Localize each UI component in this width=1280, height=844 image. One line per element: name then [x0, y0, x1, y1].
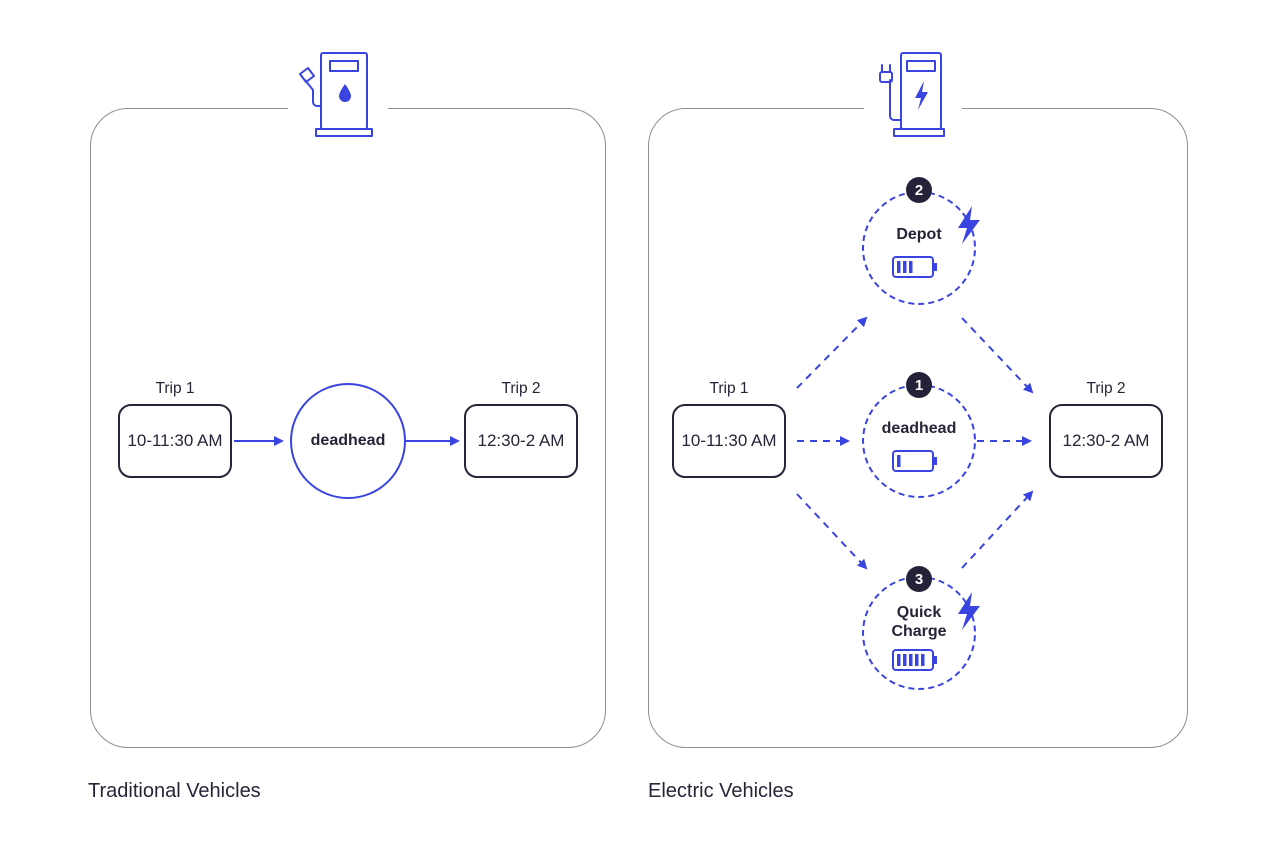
arrow-quick-charge-to-trip2 — [961, 490, 1034, 569]
depot-label: Depot — [896, 226, 942, 243]
trip2-box: 12:30-2 AM — [464, 404, 578, 478]
trip1-box: 10-11:30 AM — [118, 404, 232, 478]
depot-number-badge: 2 — [906, 177, 932, 203]
battery-icon — [892, 450, 937, 472]
deadhead-label: deadhead — [310, 432, 386, 449]
ev-deadhead-node — [862, 384, 976, 498]
quick-charge-label: Quick Charge — [891, 604, 947, 640]
lightning-icon — [958, 206, 980, 244]
ev-deadhead-label: deadhead — [881, 420, 957, 437]
ev-trip2-label: Trip 2 — [1086, 380, 1126, 397]
battery-bar — [897, 455, 901, 467]
ev-trip2-box: 12:30-2 AM — [1049, 404, 1163, 478]
deadhead-node — [290, 383, 406, 499]
arrow-trip1-to-depot — [796, 316, 868, 389]
arrow-depot-to-trip2 — [961, 317, 1034, 394]
battery-bar — [903, 654, 907, 666]
battery-bar — [903, 261, 907, 273]
electric-caption: Electric Vehicles — [648, 780, 794, 802]
ev-trip1-box: 10-11:30 AM — [672, 404, 786, 478]
trip2-label: Trip 2 — [501, 380, 541, 397]
ev-charger-icon — [879, 52, 945, 137]
battery-icon — [892, 256, 937, 278]
fuel-pump-icon — [299, 52, 373, 137]
quick-charge-number-badge: 3 — [906, 566, 932, 592]
quick-charge-node — [862, 576, 976, 690]
depot-node — [862, 191, 976, 305]
battery-icon — [892, 649, 937, 671]
battery-bar — [909, 654, 913, 666]
deadhead-number-badge: 1 — [906, 372, 932, 398]
lightning-icon — [958, 592, 980, 630]
traditional-caption: Traditional Vehicles — [88, 780, 261, 802]
battery-bar — [909, 261, 913, 273]
arrow-trip1-to-quick-charge — [796, 493, 868, 570]
ev-trip1-label: Trip 1 — [709, 380, 749, 397]
battery-bar — [897, 261, 901, 273]
trip1-label: Trip 1 — [155, 380, 195, 397]
battery-bar — [921, 654, 925, 666]
battery-bar — [897, 654, 901, 666]
battery-bar — [915, 654, 919, 666]
